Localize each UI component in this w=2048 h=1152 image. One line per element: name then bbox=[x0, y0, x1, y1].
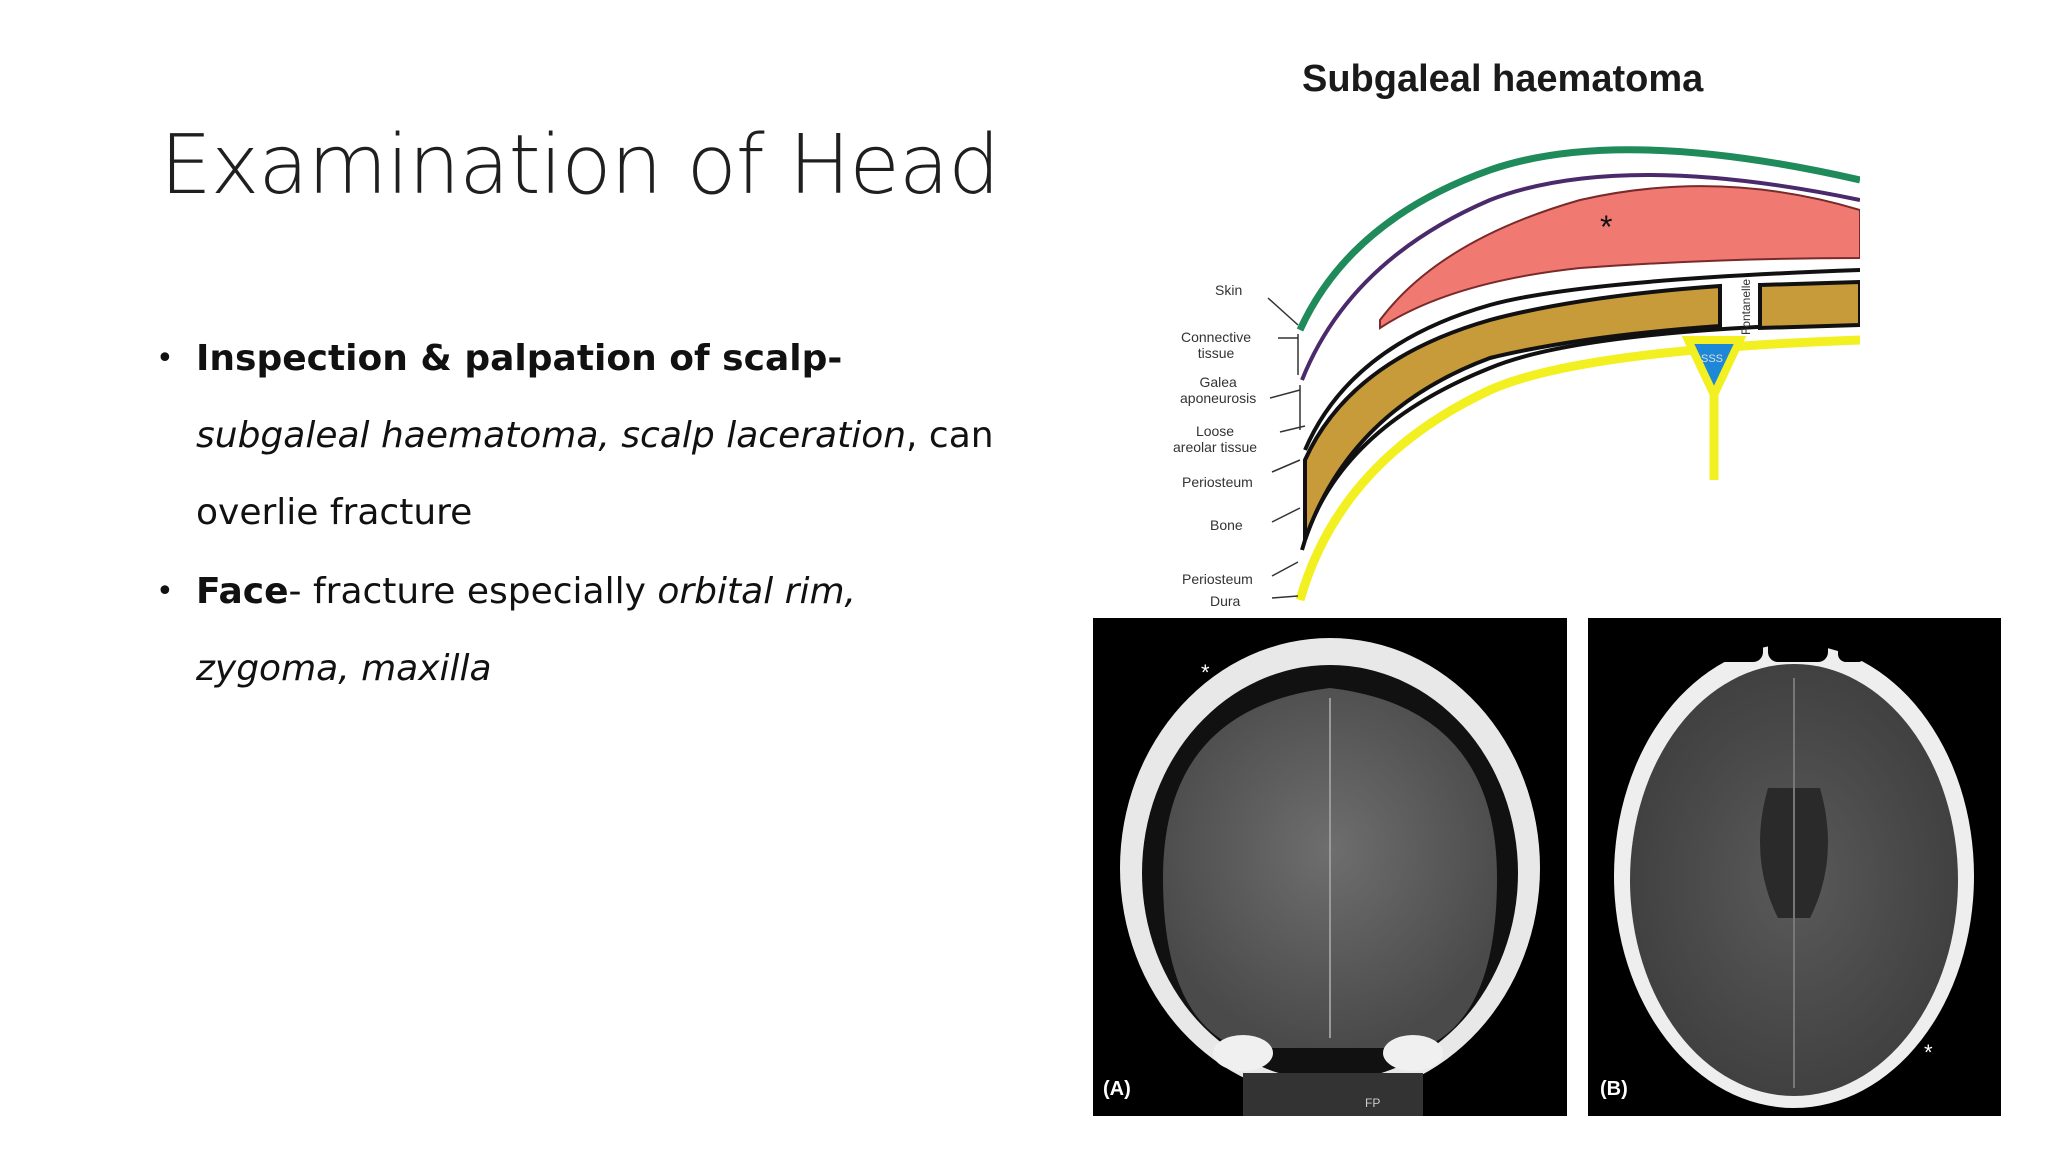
label-loose-areolar: Loose areolar tissue bbox=[1173, 423, 1257, 455]
bullet-text: - fracture especially bbox=[288, 571, 658, 612]
bullet-item: • Face- fracture especially orbital rim,… bbox=[156, 553, 1016, 707]
ct-b-label: (B) bbox=[1600, 1078, 1628, 1100]
ct-axial-drawing bbox=[1614, 636, 1974, 1108]
haematoma-region bbox=[1379, 185, 1860, 330]
ct-a-corner-text: FP bbox=[1365, 1096, 1381, 1110]
ct-image-coronal: (A) * FP bbox=[1093, 618, 1567, 1116]
sss-triangle bbox=[1681, 336, 1747, 405]
label-periosteum-bottom: Periosteum bbox=[1182, 571, 1253, 587]
inner-table-line bbox=[1300, 321, 1860, 551]
bullet-list: • Inspection & palpation of scalp- subga… bbox=[156, 320, 1016, 709]
bullet-item: • Inspection & palpation of scalp- subga… bbox=[156, 320, 1016, 551]
label-line: Connective bbox=[1181, 329, 1252, 345]
bullet-text-italic: subgaleal haematoma, scalp laceration bbox=[196, 415, 907, 456]
label-galea: Galea aponeurosis bbox=[1180, 374, 1256, 406]
ct-a-label: (A) bbox=[1103, 1078, 1131, 1100]
label-line: aponeurosis bbox=[1180, 390, 1257, 406]
ct-image-axial: (B) * bbox=[1588, 618, 2001, 1116]
label-line: areolar tissue bbox=[1173, 439, 1258, 455]
bone-layer bbox=[1303, 283, 1722, 541]
bullet-dot-icon: • bbox=[156, 574, 174, 609]
label-pointers bbox=[1267, 297, 1306, 599]
bullet-text: , can overlie fracture bbox=[196, 415, 994, 533]
label-line: Galea bbox=[1199, 374, 1237, 390]
label-dura: Dura bbox=[1210, 593, 1241, 609]
label-line: tissue bbox=[1197, 345, 1235, 361]
fontanelle-label: Fontanelle bbox=[1739, 279, 1753, 335]
skin-line bbox=[1296, 146, 1860, 332]
bullet-dot-icon: • bbox=[156, 341, 174, 376]
subgaleal-haematoma-diagram: SSS Fontanelle * bbox=[1267, 146, 1860, 602]
ct-b-asterisk: * bbox=[1924, 1040, 1933, 1065]
bullet-text-italic: orbital rim, zygoma, maxilla bbox=[196, 571, 856, 689]
label-line: Loose bbox=[1195, 423, 1235, 439]
label-bone: Bone bbox=[1210, 517, 1243, 533]
bullet-text-bold: Face bbox=[196, 571, 289, 612]
sss-label: SSS bbox=[1701, 353, 1723, 365]
galea-line bbox=[1300, 173, 1860, 381]
ct-a-asterisk: * bbox=[1201, 660, 1210, 685]
label-skin: Skin bbox=[1215, 282, 1243, 298]
bullet-text-bold: Inspection & palpation of scalp- bbox=[196, 338, 843, 379]
bone-layer-right bbox=[1758, 279, 1860, 331]
label-connective: Connective tissue bbox=[1181, 329, 1251, 361]
label-periosteum-top: Periosteum bbox=[1182, 474, 1253, 490]
periosteum-line bbox=[1303, 268, 1860, 451]
slide-title: Examination of Head bbox=[160, 118, 1000, 213]
haematoma-asterisk: * bbox=[1600, 209, 1612, 245]
diagram-title: Subgaleal haematoma bbox=[1302, 58, 1704, 100]
ct-coronal-drawing bbox=[1120, 638, 1540, 1116]
